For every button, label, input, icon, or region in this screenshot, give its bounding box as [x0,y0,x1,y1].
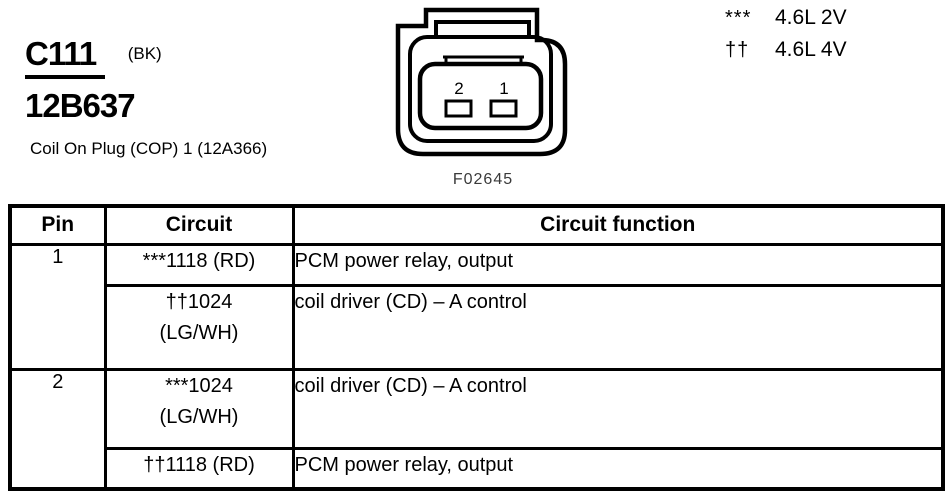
table-row-pin2-variant2: ††1118 (RD) PCM power relay, output [10,446,945,491]
circuit-function-cell: PCM power relay, output [291,446,945,491]
table-row-pin1-variant2: ††1024 (LG/WH) coil driver (CD) – A cont… [10,283,945,371]
table-row-pin2-variant1: 2 ***1024 (LG/WH) coil driver (CD) – A c… [8,367,945,491]
pin-1-terminal [489,99,518,118]
engine-variant-legend: *** 4.6L 2V †† 4.6L 4V [725,6,847,70]
legend-label-46l-4v: 4.6L 4V [775,38,847,61]
circuit-cell: ††1024 (LG/WH) [103,283,295,371]
table-row-pin1-variant1: 1 ***1118 (RD) PCM power relay, output [8,242,945,371]
connector-cavity [417,61,544,131]
pinout-table: Pin Circuit Circuit function 1 ***1118 (… [8,204,945,491]
pin-2-cell: 2 [8,367,107,491]
pin-1-cell: 1 [8,242,107,371]
connector-id: C111 [25,35,97,72]
connector-id-underline [25,75,105,79]
circuit-wire-color: (LG/WH) [159,405,239,428]
connector-description: Coil On Plug (COP) 1 (12A366) [30,139,268,158]
circuit-number: ***1118 (RD) [142,249,256,272]
connector-middle-shell [408,35,553,143]
legend-label-46l-2v: 4.6L 2V [775,6,847,29]
col-header-pin: Pin [8,204,107,246]
circuit-cell: ††1118 (RD) [103,446,295,491]
circuit-cell: ***1118 (RD) [103,242,295,287]
connector-outer-shell [395,7,568,157]
pin-1-label: 1 [499,79,508,98]
col-header-circuit-function: Circuit function [291,204,945,246]
circuit-wire-color: (LG/WH) [159,321,239,344]
connector-face-diagram: 2 1 F02645 [380,0,580,200]
latch-tab [434,20,531,37]
col-header-circuit: Circuit [103,204,295,246]
connector-drawing-icon: 2 1 [395,7,568,157]
circuit-function-cell: coil driver (CD) – A control [291,367,945,450]
circuit-function-cell: coil driver (CD) – A control [291,283,945,371]
pin-2-label: 2 [454,79,463,98]
part-number: 12B637 [25,87,136,124]
asterisk-symbol: *** [725,7,752,29]
connector-color-code: (BK) [127,44,162,63]
circuit-cell: ***1024 (LG/WH) [103,367,295,450]
dagger-symbol: †† [725,39,750,61]
pin-2-terminal [444,99,473,118]
circuit-number: ††1118 (RD) [143,453,255,476]
figure-id: F02645 [452,171,514,188]
circuit-number: ***1024 [165,374,233,397]
legend-row-46l-4v: †† 4.6L 4V [725,38,847,70]
legend-row-46l-2v: *** 4.6L 2V [725,6,847,38]
connector-header: C111 (BK) [25,35,162,72]
table-header-row: Pin Circuit Circuit function [8,204,945,246]
circuit-number: ††1024 [165,290,233,313]
circuit-function-cell: PCM power relay, output [291,242,945,287]
